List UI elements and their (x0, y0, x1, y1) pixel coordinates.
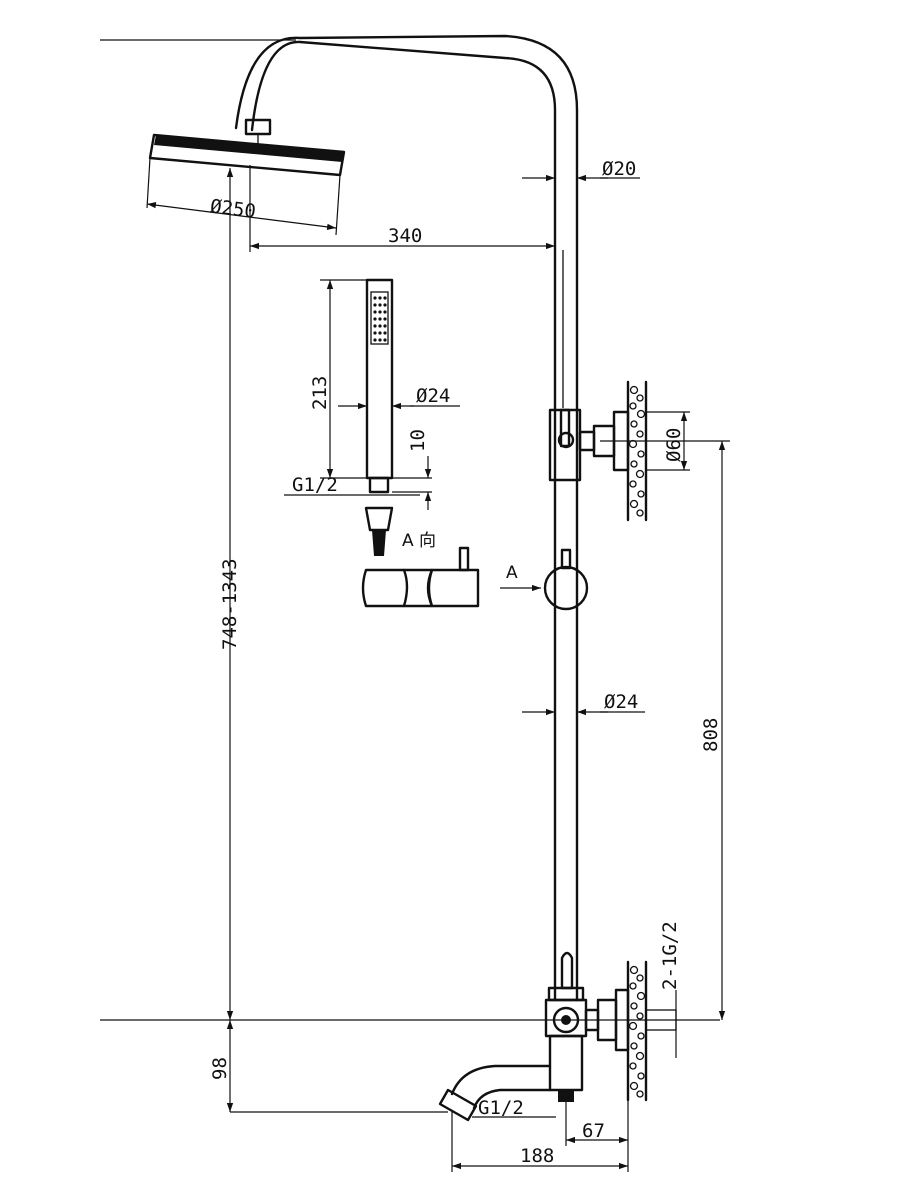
head-diameter-dimension: Ø250 (146, 157, 341, 236)
hand-shower-length-label: 213 (309, 376, 331, 410)
pipe-top-diameter-dimension: Ø20 (522, 158, 640, 182)
reference-lines (100, 39, 720, 1021)
hand-shower-thread (368, 476, 390, 494)
bracket-screw-head (557, 431, 575, 449)
arm-reach-label: 340 (388, 225, 422, 247)
valve-cartridge (552, 1006, 580, 1034)
spout-thread-callout: G1/2 (472, 1097, 556, 1119)
riser-pipe (234, 34, 579, 1002)
riser-slider-body (543, 565, 589, 611)
slider-left-collar (361, 568, 409, 608)
inlet-thread-label: 2-1G/2 (659, 921, 681, 990)
valve-lever (560, 951, 574, 990)
bracket-diameter-label: Ø60 (663, 428, 685, 462)
spout-height-label: 98 (209, 1057, 231, 1080)
hand-thread-label: G1/2 (292, 474, 338, 496)
tub-spout (438, 1064, 552, 1122)
slider-knob (458, 546, 470, 572)
upper-wall-bracket (548, 380, 648, 522)
hose-connector (364, 506, 394, 532)
hand-shower-diameter-label: Ø24 (416, 385, 450, 407)
view-a-slider-holder: A 向 (361, 531, 480, 608)
riser-diameter-label: Ø24 (604, 691, 638, 713)
height-range-dimension: 748-1343 (219, 168, 241, 1020)
spout-offset-label: 67 (582, 1120, 605, 1142)
valve-cartridge-center (561, 1015, 571, 1025)
valve-to-bracket-dimension: 808 (600, 440, 730, 1020)
riser-slider-knob (560, 548, 572, 570)
view-a-arrow: A (500, 563, 541, 592)
arm-reach-dimension: 340 (249, 165, 555, 252)
hand-shower-diameter-dimension: Ø24 (338, 385, 460, 410)
valve-to-bracket-label: 808 (700, 718, 722, 752)
bracket-diameter-dimension: Ø60 (646, 411, 690, 471)
spout-reach-dimension: 188 (451, 1112, 628, 1172)
spout-thread-label: G1/2 (478, 1097, 524, 1119)
hose (372, 530, 386, 556)
view-a-title: A 向 (402, 531, 436, 551)
spout-top-line (450, 1064, 552, 1096)
head-plate-face (154, 135, 344, 162)
riser-inner-line (234, 34, 579, 1002)
slider-right-collar (427, 568, 480, 608)
mixer-valve (544, 951, 677, 1102)
height-range-label: 748-1343 (219, 558, 241, 650)
hand-shower-10-label: 10 (407, 429, 429, 452)
valve-diverter-body (548, 1034, 584, 1092)
head-ball-joint (244, 118, 272, 136)
spout-outlet (438, 1088, 478, 1122)
lower-wall-section (626, 960, 648, 1102)
hand-shower-10-dimension: 10 (392, 429, 432, 510)
spout-height-dimension: 98 (209, 1020, 448, 1113)
bracket-screw (559, 408, 571, 448)
pipe-top-diameter-label: Ø20 (602, 158, 636, 180)
riser-diameter-dimension: Ø24 (522, 691, 645, 716)
hand-shower-nozzles (373, 296, 387, 342)
hand-shower-nozzle-face (370, 291, 389, 345)
bracket-stem (578, 430, 596, 452)
spout-offset-dimension: 67 (565, 1100, 629, 1172)
riser-outer-line (250, 40, 557, 1002)
view-a-arrow-label: A (506, 563, 518, 583)
diverter-thread (558, 1090, 574, 1102)
hand-thread-callout: G1/2 (284, 474, 420, 496)
hand-shower-length-dimension: 213 (309, 279, 367, 479)
rain-shower-head (148, 118, 346, 177)
spout-reach-label: 188 (520, 1145, 554, 1167)
upper-wall-section (626, 380, 648, 522)
hand-shower (364, 278, 394, 556)
riser-slider (543, 548, 589, 611)
inlet-thread-callout: 2-1G/2 (659, 921, 681, 1058)
